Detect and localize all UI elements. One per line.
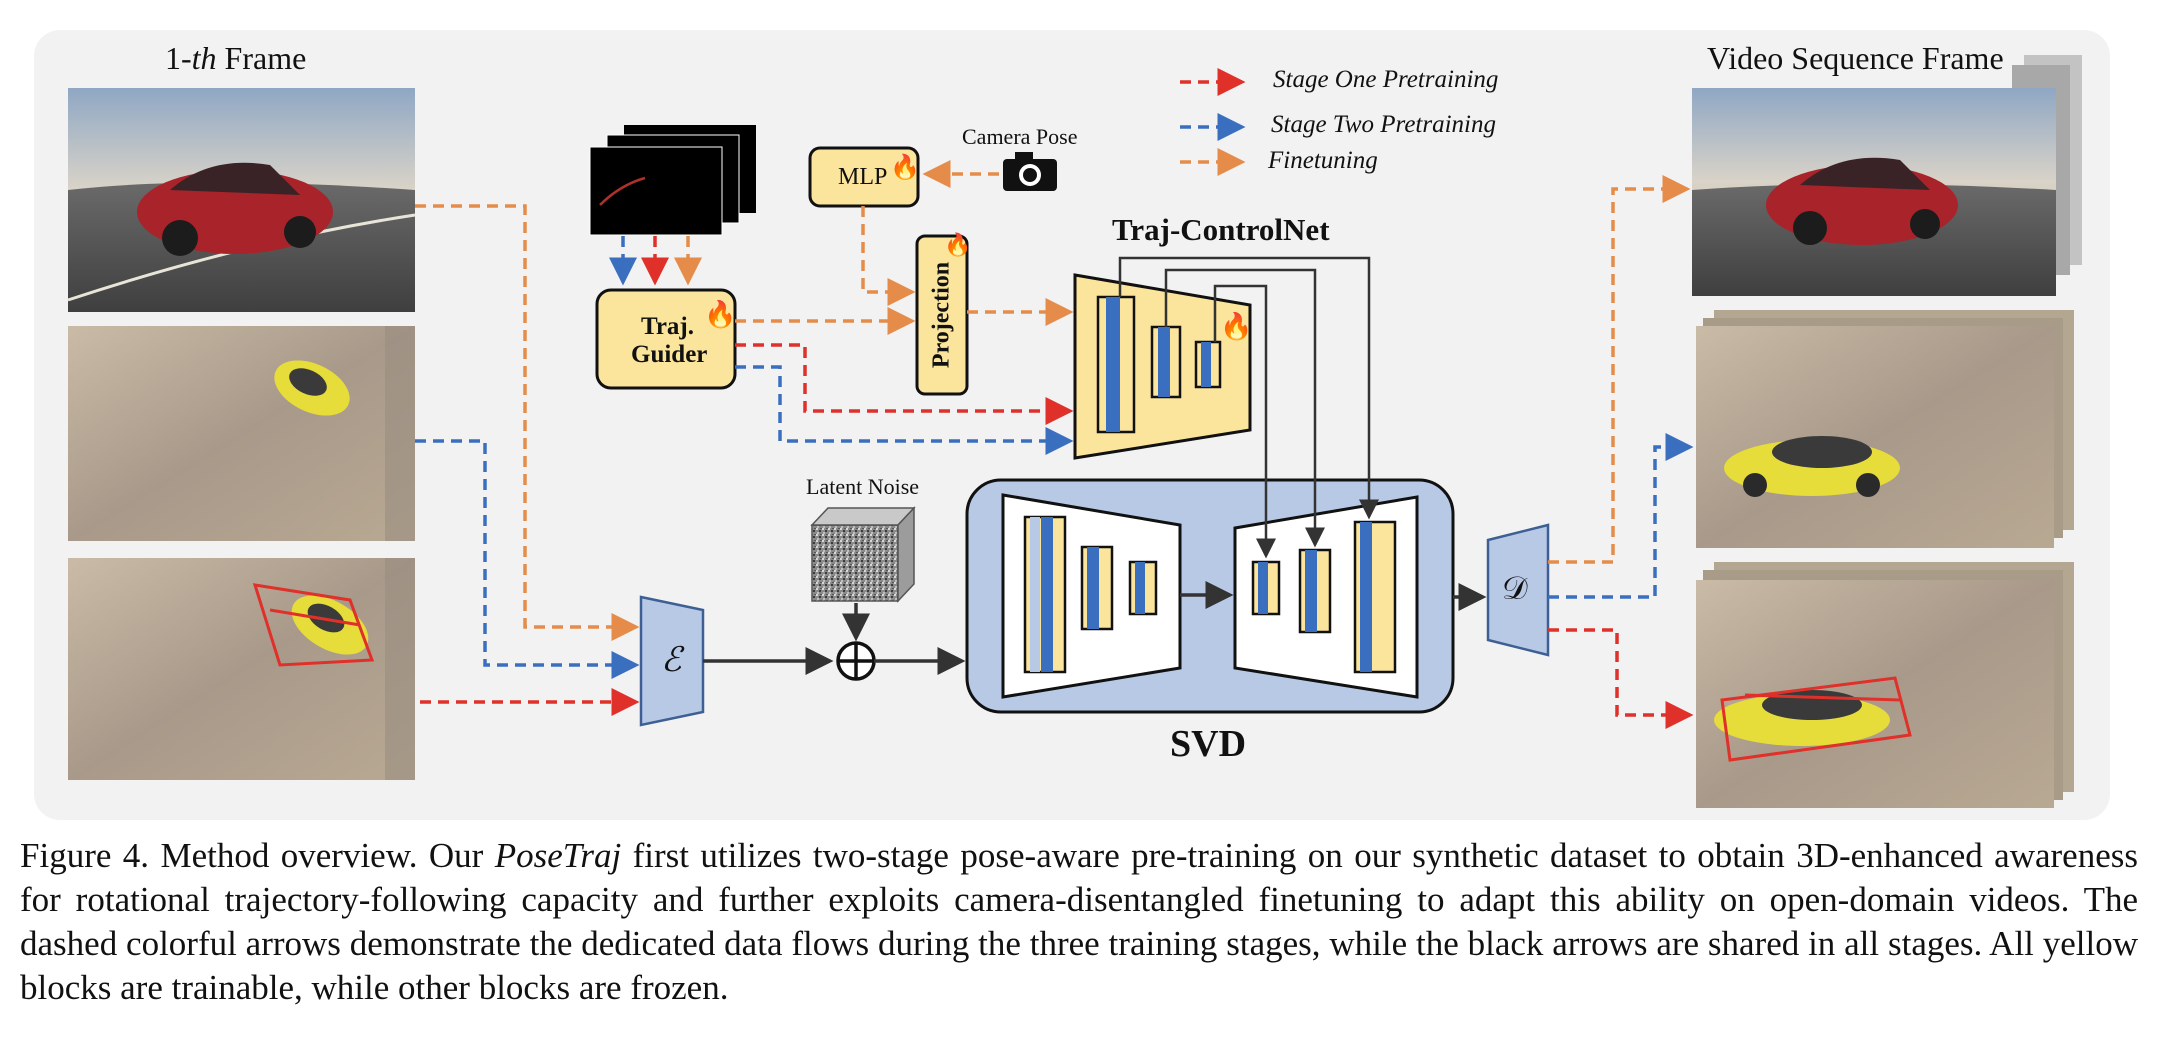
legend-label-finetuning: Finetuning (1268, 147, 1378, 174)
stage-one-arrows (420, 236, 1694, 729)
first-frame-suffix: Frame (216, 40, 307, 76)
latent-noise-label: Latent Noise (806, 474, 920, 499)
caption-part1: Figure 4. Method overview. Our (20, 836, 495, 875)
input-frame-yellow-car-bbox (68, 558, 415, 780)
camera-pose-label: Camera Pose (962, 124, 1078, 149)
output-frame-yellow-car-bbox (1696, 562, 2074, 808)
noise-cube-icon (810, 506, 916, 603)
output-frame-yellow-car (1696, 310, 2074, 548)
traj-controlnet-label: Traj-ControlNet (1112, 212, 1330, 247)
fire-icon: 🔥 (944, 232, 971, 257)
trajectory-map-stack (589, 125, 756, 236)
video-sequence-label: Video Sequence Frame (1707, 40, 2004, 76)
projection-label: Projection (928, 261, 955, 369)
traj-guider-label-line1: Traj. (641, 313, 694, 340)
figure-panel (34, 30, 2110, 820)
decoder-block (1486, 523, 1550, 657)
caption-part2: first utilizes two-stage pose-aware pre-… (20, 836, 2138, 1007)
plus-circle-icon (836, 641, 876, 681)
diagram-canvas: 🔥 🔥 🔥 🔥 (34, 30, 2110, 820)
traj-guider-block (595, 288, 737, 390)
input-frame-real-car (67, 88, 416, 312)
first-frame-italic: th (191, 40, 217, 76)
traj-guider-label-line2: Guider (631, 341, 708, 368)
decoder-symbol: 𝒟 (1502, 570, 1528, 606)
shared-flow-arrows (703, 256, 1487, 675)
traj-controlnet-block (1073, 273, 1252, 460)
fire-icon: 🔥 (890, 153, 920, 181)
svd-encoder-unet (1001, 493, 1182, 699)
encoder-symbol: ℰ (661, 642, 682, 679)
legend (1180, 68, 1246, 176)
legend-label-stage-one: Stage One Pretraining (1273, 66, 1499, 93)
fire-icon: 🔥 (704, 299, 736, 329)
svd-decoder-unet (1233, 495, 1419, 699)
svd-label: SVD (1170, 723, 1247, 765)
encoder-block (639, 595, 705, 727)
input-frame-yellow-car (68, 326, 415, 541)
stage-two-arrows (415, 236, 1694, 679)
figure-caption: Figure 4. Method overview. Our PoseTraj … (20, 834, 2138, 1010)
fire-icon: 🔥 (1220, 311, 1252, 341)
method-overview-figure: 🔥 🔥 🔥 🔥 (34, 30, 2110, 820)
output-frame-real-car (1692, 55, 2082, 296)
caption-italic-name: PoseTraj (494, 836, 622, 875)
legend-label-stage-two: Stage Two Pretraining (1271, 111, 1496, 138)
camera-icon (1003, 152, 1057, 191)
first-frame-prefix: 1- (165, 40, 192, 76)
first-frame-label: 1-th Frame (165, 40, 306, 77)
projection-block (915, 234, 969, 396)
finetuning-arrows (415, 160, 1691, 641)
mlp-label: MLP (838, 164, 888, 190)
